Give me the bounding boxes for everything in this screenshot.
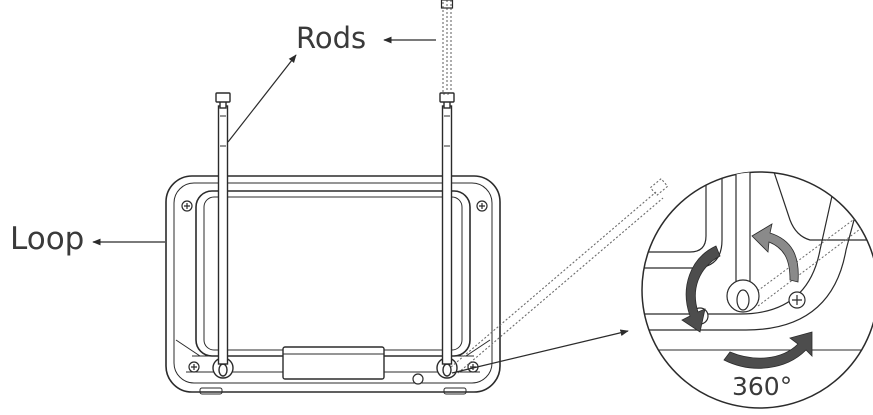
rotate-360-arrows-icon	[681, 223, 813, 369]
center-tab	[282, 346, 385, 380]
rod-left	[215, 92, 231, 365]
rod-right-extended-dashed	[442, 0, 452, 95]
loop-label: Loop	[10, 221, 85, 257]
zoom-detail	[641, 171, 873, 409]
rods-label: Rods	[296, 21, 367, 55]
screw-icon	[181, 200, 488, 385]
rod-right	[439, 92, 455, 365]
rod-tilted-dashed	[450, 177, 669, 374]
callout-arrows	[92, 36, 629, 374]
rod-right-extended-tip	[440, 0, 454, 9]
rotation-label: 360°	[732, 372, 793, 401]
